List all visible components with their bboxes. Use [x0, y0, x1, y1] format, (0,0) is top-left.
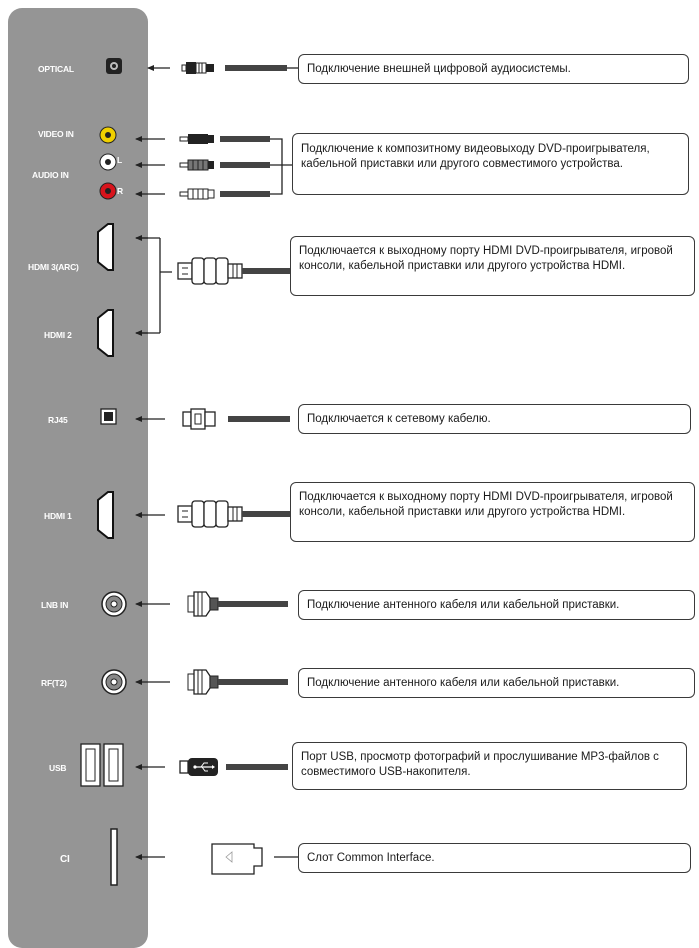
rca-plug-audio-l-icon — [179, 159, 270, 171]
lnb-coax-port-icon — [101, 591, 127, 617]
optical-port-icon — [106, 58, 122, 74]
port-label-optical: OPTICAL — [38, 64, 74, 74]
coax-plug-icon — [187, 591, 288, 617]
port-label-hdmi2: HDMI 2 — [44, 330, 72, 340]
desc-ci: Слот Common Interface. — [298, 843, 691, 873]
port-label-audio-r: R — [117, 186, 123, 196]
rj45-plug-icon — [182, 408, 290, 430]
hdmi1-port-icon — [97, 491, 114, 539]
port-label-audio-l: L — [117, 155, 122, 165]
port-label-hdmi1: HDMI 1 — [44, 511, 72, 521]
port-label-video-in: VIDEO IN — [38, 129, 74, 139]
optical-plug-icon — [181, 62, 287, 74]
rf-coax-port-icon — [101, 669, 127, 695]
coax-plug-icon-2 — [187, 669, 288, 695]
ci-slot-icon — [110, 828, 118, 886]
usb-ports-icon — [80, 743, 124, 787]
desc-rj45: Подключается к сетевому кабелю. — [298, 404, 691, 434]
rca-plug-video-icon — [179, 134, 270, 144]
hdmi-plug-icon-2 — [177, 500, 290, 528]
desc-optical: Подключение внешней цифровой аудиосистем… — [298, 54, 689, 84]
ci-card-icon — [211, 843, 263, 875]
composite-bracket — [270, 138, 292, 195]
rca-plug-audio-r-icon — [179, 188, 270, 200]
desc-lnb: Подключение антенного кабеля или кабельн… — [298, 590, 695, 620]
port-label-audio-in: AUDIO IN — [32, 170, 69, 180]
port-label-usb: USB — [49, 763, 67, 773]
desc-rf: Подключение антенного кабеля или кабельн… — [298, 668, 695, 698]
hdmi3-port-icon — [97, 223, 114, 271]
desc-hdmi-23: Подключается к выходному порту HDMI DVD-… — [290, 236, 695, 296]
tv-back-panel — [8, 8, 148, 948]
desc-composite: Подключение к композитному видеовыходу D… — [292, 133, 689, 195]
desc-hdmi-1: Подключается к выходному порту HDMI DVD-… — [290, 482, 695, 542]
port-label-lnb-in: LNB IN — [41, 600, 69, 610]
hdmi-plug-icon — [177, 257, 290, 285]
desc-usb: Порт USB, просмотр фотографий и прослуши… — [292, 742, 687, 790]
usb-plug-icon — [179, 758, 288, 776]
port-label-ci: CI — [60, 854, 70, 865]
hdmi2-port-icon — [97, 309, 114, 357]
port-label-rj45: RJ45 — [48, 415, 68, 425]
port-label-rf: RF(T2) — [41, 678, 67, 688]
rj45-port-icon — [100, 408, 117, 425]
connection-diagram — [80, 58, 298, 886]
port-label-hdmi3: HDMI 3(ARC) — [28, 262, 79, 272]
